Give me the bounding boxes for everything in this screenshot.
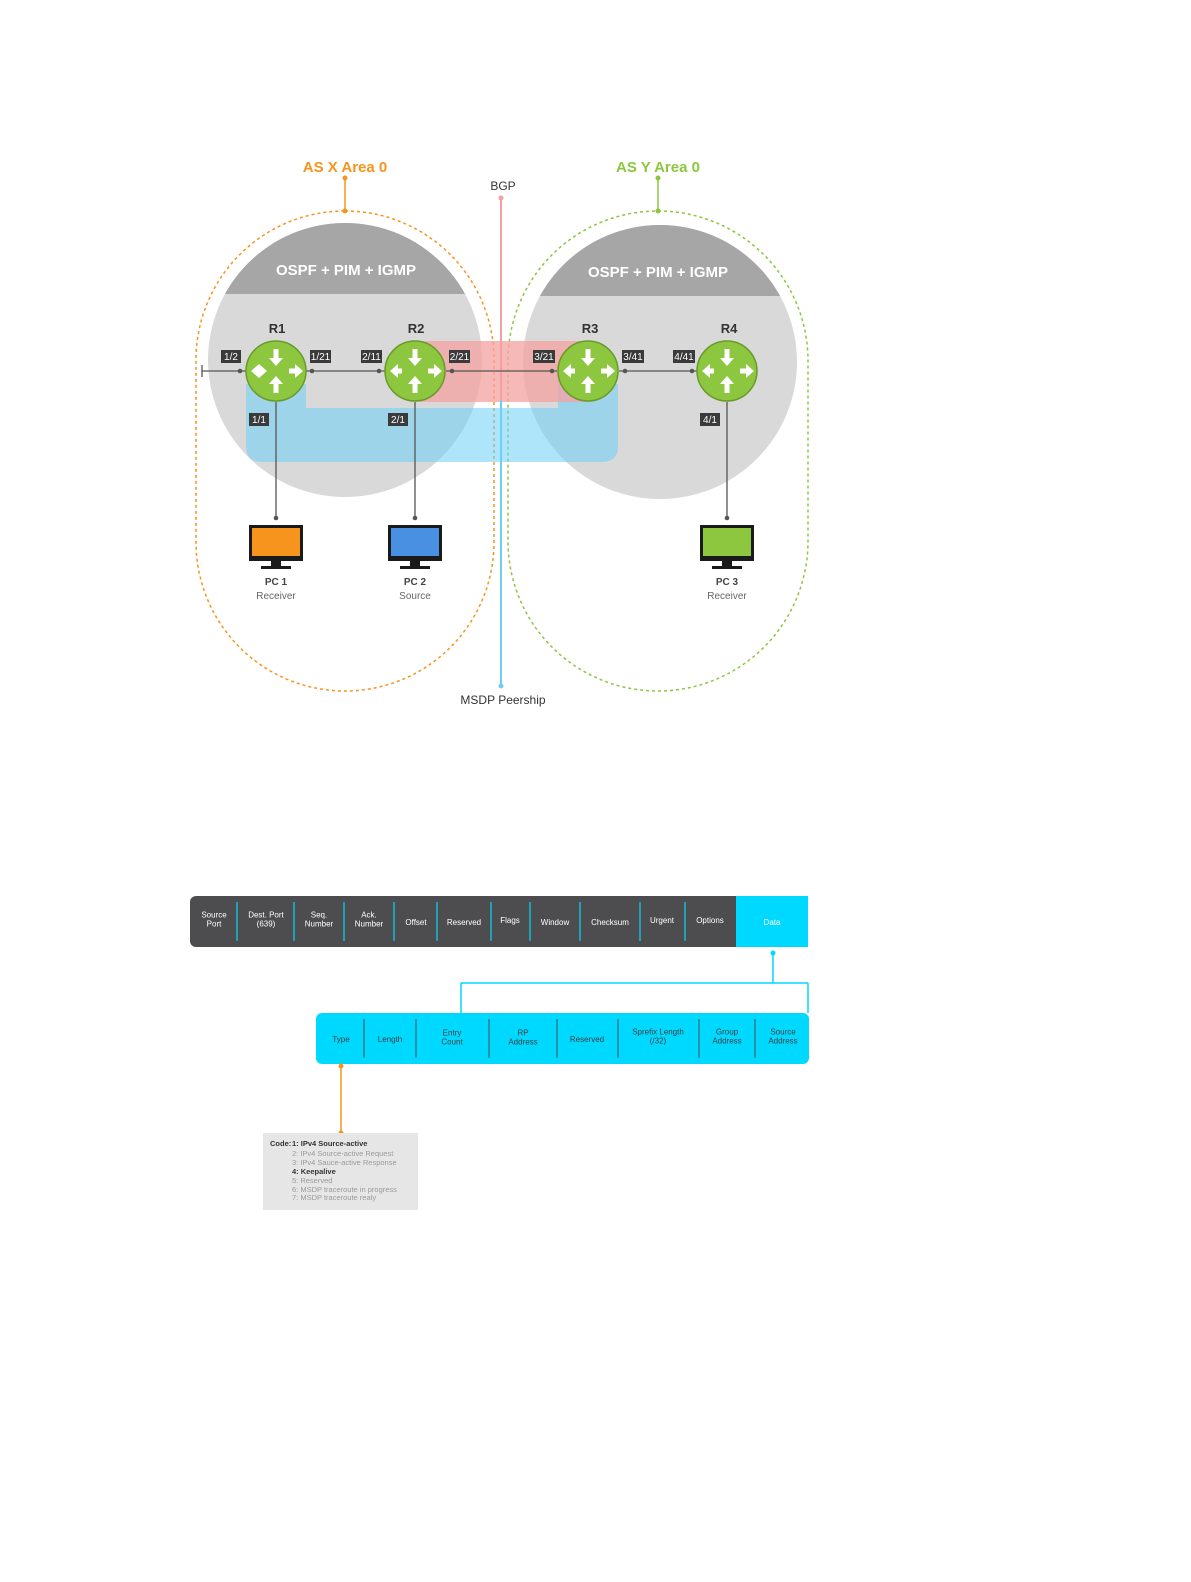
- msdp-separators: [363, 1019, 756, 1058]
- port-tag: 2/1: [388, 413, 408, 426]
- port-tag: 1/21: [310, 350, 331, 363]
- monitor-icon: [249, 525, 303, 569]
- msdp-region: [246, 384, 618, 462]
- pc-name: PC 3: [716, 577, 739, 588]
- tcp-field: Seq.Number: [305, 911, 334, 929]
- data-bracket: [460, 953, 809, 1013]
- code-item: 7: MSDP traceroute realy: [292, 1193, 376, 1202]
- code-item: 2: IPv4 Source-active Request: [292, 1149, 394, 1158]
- port-tag: 1/2: [221, 350, 241, 363]
- tcp-field: Options: [696, 916, 724, 925]
- bgp-line-dot: [498, 195, 504, 201]
- as-x-pin-dot-bottom: [342, 208, 348, 214]
- link-dots: [237, 368, 730, 521]
- router-icon: [696, 340, 758, 402]
- tcp-field: Data: [764, 918, 781, 927]
- protocol-label-right: OSPF + PIM + IGMP: [588, 264, 728, 281]
- code-list: Code: 1: IPv4 Source-active 2: IPv4 Sour…: [270, 1139, 397, 1202]
- protocol-label-left: OSPF + PIM + IGMP: [276, 262, 416, 279]
- router-label: R3: [582, 321, 599, 336]
- data-bracket-dot: [770, 950, 776, 956]
- svg-text:3/41: 3/41: [623, 352, 643, 363]
- as-y-label: AS Y Area 0: [616, 159, 700, 176]
- router-label: R2: [408, 321, 425, 336]
- tcp-field: Offset: [405, 918, 427, 927]
- port-tag: 4/1: [700, 413, 720, 426]
- msdp-label: MSDP Peership: [460, 693, 545, 707]
- code-item: 1: IPv4 Source-active: [292, 1139, 367, 1148]
- port-tag: 3/21: [533, 350, 555, 363]
- port-tag: 1/1: [249, 413, 269, 426]
- svg-text:2/11: 2/11: [362, 352, 381, 363]
- pc-name: PC 2: [404, 577, 427, 588]
- code-prefix: Code:: [270, 1139, 291, 1148]
- as-y-pin-dot-bottom: [655, 208, 661, 214]
- code-item: 5: Reserved: [292, 1176, 332, 1185]
- tcp-field: Reserved: [447, 918, 481, 927]
- tcp-field: Checksum: [591, 918, 629, 927]
- code-box: [263, 1133, 418, 1210]
- data-cell-corner: [796, 896, 808, 947]
- port-tag: 4/41: [673, 350, 695, 363]
- monitor-icon: [700, 525, 754, 569]
- code-item: 6: MSDP traceroute in progress: [292, 1185, 397, 1194]
- router-icon: [384, 340, 446, 402]
- svg-text:1/2: 1/2: [224, 352, 238, 363]
- type-pointer-dot-bottom: [338, 1130, 344, 1136]
- svg-text:4/1: 4/1: [703, 415, 717, 426]
- svg-text:4/41: 4/41: [674, 352, 694, 363]
- as-x-pin-dot: [342, 175, 348, 181]
- svg-text:2/1: 2/1: [391, 415, 405, 426]
- pc-role: Source: [399, 591, 431, 602]
- msdp-field: Length: [378, 1035, 402, 1044]
- svg-text:1/1: 1/1: [252, 415, 266, 426]
- bgp-label: BGP: [490, 179, 515, 193]
- links: [201, 365, 728, 518]
- port-tag: 2/21: [449, 350, 470, 363]
- tcp-field: Window: [541, 918, 570, 927]
- pc-name: PC 1: [265, 577, 288, 588]
- type-pointer-dot-top: [338, 1063, 344, 1069]
- port-tags: 1/2 1/21 2/11 2/21 3/21 3/41 4/41 1/1 2/…: [221, 350, 720, 426]
- svg-text:1/21: 1/21: [311, 352, 331, 363]
- msdp-field: Type: [332, 1035, 350, 1044]
- monitor-icon: [388, 525, 442, 569]
- tcp-field: Ack.Number: [355, 911, 384, 929]
- svg-text:3/21: 3/21: [534, 352, 554, 363]
- tcp-field: Urgent: [650, 916, 675, 925]
- topology-diagram: OSPF + PIM + IGMP OSPF + PIM + IGMP AS X…: [195, 159, 809, 707]
- as-x-label: AS X Area 0: [303, 159, 388, 176]
- router-icon: [557, 340, 619, 402]
- msdp-field: Reserved: [570, 1035, 604, 1044]
- data-cell: [736, 896, 808, 947]
- msdp-line-dot: [498, 683, 504, 689]
- msdp-header-bar: [316, 1013, 809, 1064]
- router-icon: [245, 340, 307, 402]
- tcp-field: Dest. Port(639): [248, 911, 284, 929]
- pc-role: Receiver: [256, 591, 296, 602]
- code-item: 4: Keepalive: [292, 1167, 336, 1176]
- pc-role: Receiver: [707, 591, 747, 602]
- msdp-field: Sprefix Length(/32): [632, 1028, 684, 1046]
- port-tag: 3/41: [622, 350, 644, 363]
- as-y-pin-dot: [655, 175, 661, 181]
- code-item: 3: IPv4 Sauce-active Response: [292, 1158, 397, 1167]
- router-label: R1: [269, 321, 286, 336]
- tcp-separators: [236, 902, 686, 941]
- tcp-header-bar: [190, 896, 808, 947]
- tcp-field: Flags: [500, 916, 520, 925]
- svg-text:2/21: 2/21: [450, 352, 470, 363]
- router-label: R4: [721, 321, 738, 336]
- port-tag: 2/11: [361, 350, 382, 363]
